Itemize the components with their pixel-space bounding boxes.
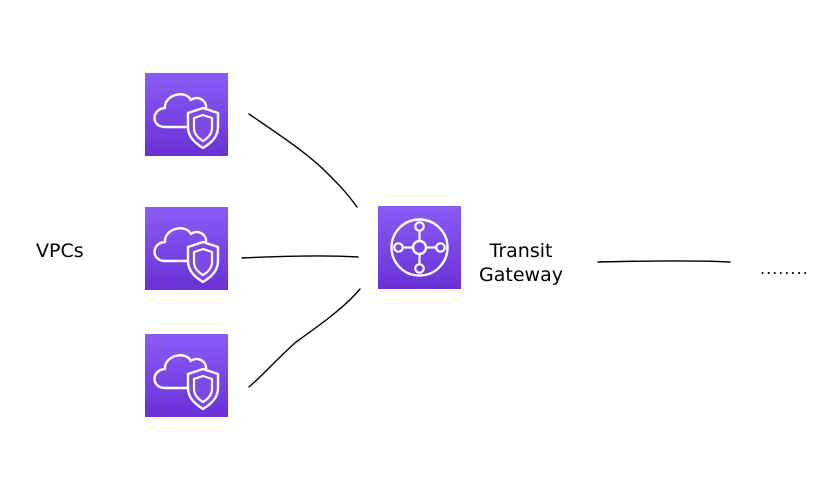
vpc-cloud-shield-icon — [143, 332, 230, 419]
continuation-ellipsis: ........ — [760, 259, 809, 278]
vpcs-label: VPCs — [36, 240, 84, 262]
transit-gateway-label-line2: Gateway — [479, 264, 563, 286]
connector-vpc-bottom — [248, 288, 361, 388]
vpc-cloud-shield-icon — [143, 205, 230, 292]
transit-gateway-hub-icon — [376, 204, 463, 291]
transit-gateway-label-line1: Transit — [489, 240, 553, 262]
connector-vpc-middle — [241, 255, 359, 259]
transit-gateway-label: Transit Gateway — [472, 239, 570, 287]
connector-vpc-top — [248, 113, 358, 208]
vpc-cloud-shield-icon — [143, 71, 230, 158]
connector-transit-out — [597, 260, 731, 263]
